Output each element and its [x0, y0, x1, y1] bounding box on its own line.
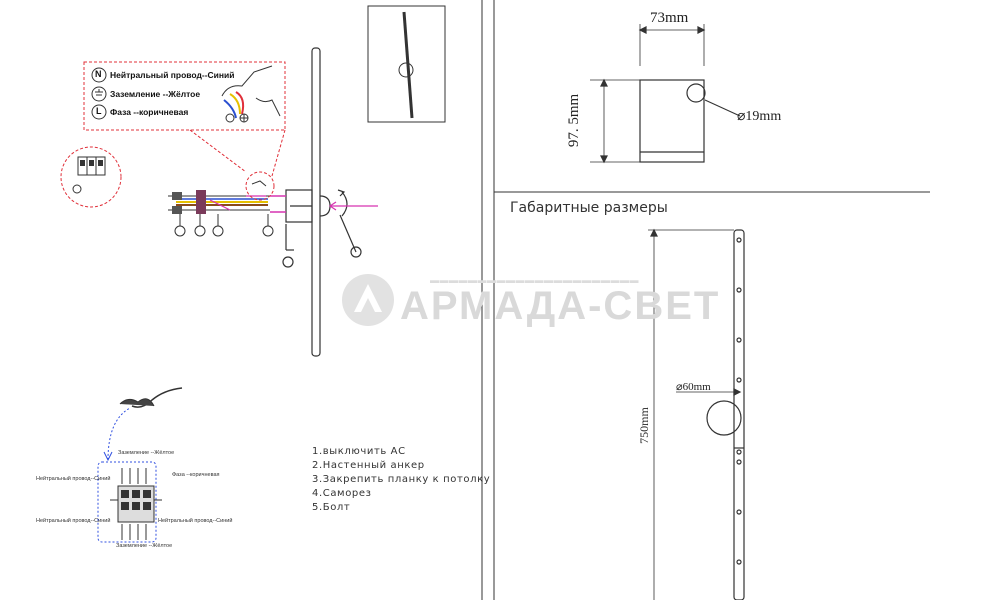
- circuit-breaker-icon: [60, 146, 122, 208]
- dim-length-750: 750mm: [636, 407, 651, 444]
- legend-phase-label: Фаза --коричневая: [110, 107, 189, 117]
- lamp-side-view: [282, 47, 378, 357]
- wiring-assembly: [168, 171, 286, 237]
- overall-dimensions-drawing: [648, 228, 745, 600]
- dim-height-97: 97. 5mm: [566, 93, 583, 148]
- terminal-phase-right: Фаза --коричневая: [172, 472, 220, 478]
- watermark-logo-icon: [342, 274, 394, 326]
- thumbnail-box: [367, 5, 446, 123]
- step-2: 2.Настенный анкер: [312, 460, 425, 471]
- terminal-ground-bottom: Заземление --Жёлтое: [116, 543, 173, 549]
- dim-diameter-60: ⌀60mm: [676, 381, 711, 393]
- step-1: 1.выключить АС: [312, 446, 406, 457]
- wire-legend-callout: [83, 61, 286, 177]
- legend-ground-label: Заземление --Жёлтое: [110, 89, 201, 99]
- top-view-drawing: [590, 24, 741, 164]
- step-4: 4.Саморез: [312, 488, 372, 499]
- dim-diameter-19: ⌀19mm: [737, 109, 782, 124]
- step-5: 5.Болт: [312, 502, 351, 513]
- legend-neutral-label: Нейтральный провод--Синий: [110, 70, 235, 80]
- dim-width-73: 73mm: [650, 10, 689, 26]
- terminal-neutral-right-2: Нейтральный провод--Синий: [158, 518, 233, 524]
- terminal-block: [97, 387, 183, 543]
- legend-phase-symbol: L: [96, 106, 102, 116]
- panel-dividers: [481, 0, 930, 600]
- step-3: 3.Закрепить планку к потолку: [312, 474, 491, 485]
- legend-neutral-symbol: N: [95, 69, 102, 79]
- section-title: Габаритные размеры: [510, 200, 668, 216]
- terminal-neutral-left: Нейтральный провод--Синий: [36, 476, 111, 482]
- terminal-ground-top: Заземление --Жёлтое: [118, 450, 175, 456]
- terminal-neutral-left-2: Нейтральный провод--Синий: [36, 518, 111, 524]
- watermark-tagline: ▬▬▬▬▬▬▬▬▬▬▬▬▬▬▬▬▬▬▬▬▬▬: [430, 275, 639, 285]
- watermark-brand: АРМАДА-СВЕТ: [400, 284, 721, 328]
